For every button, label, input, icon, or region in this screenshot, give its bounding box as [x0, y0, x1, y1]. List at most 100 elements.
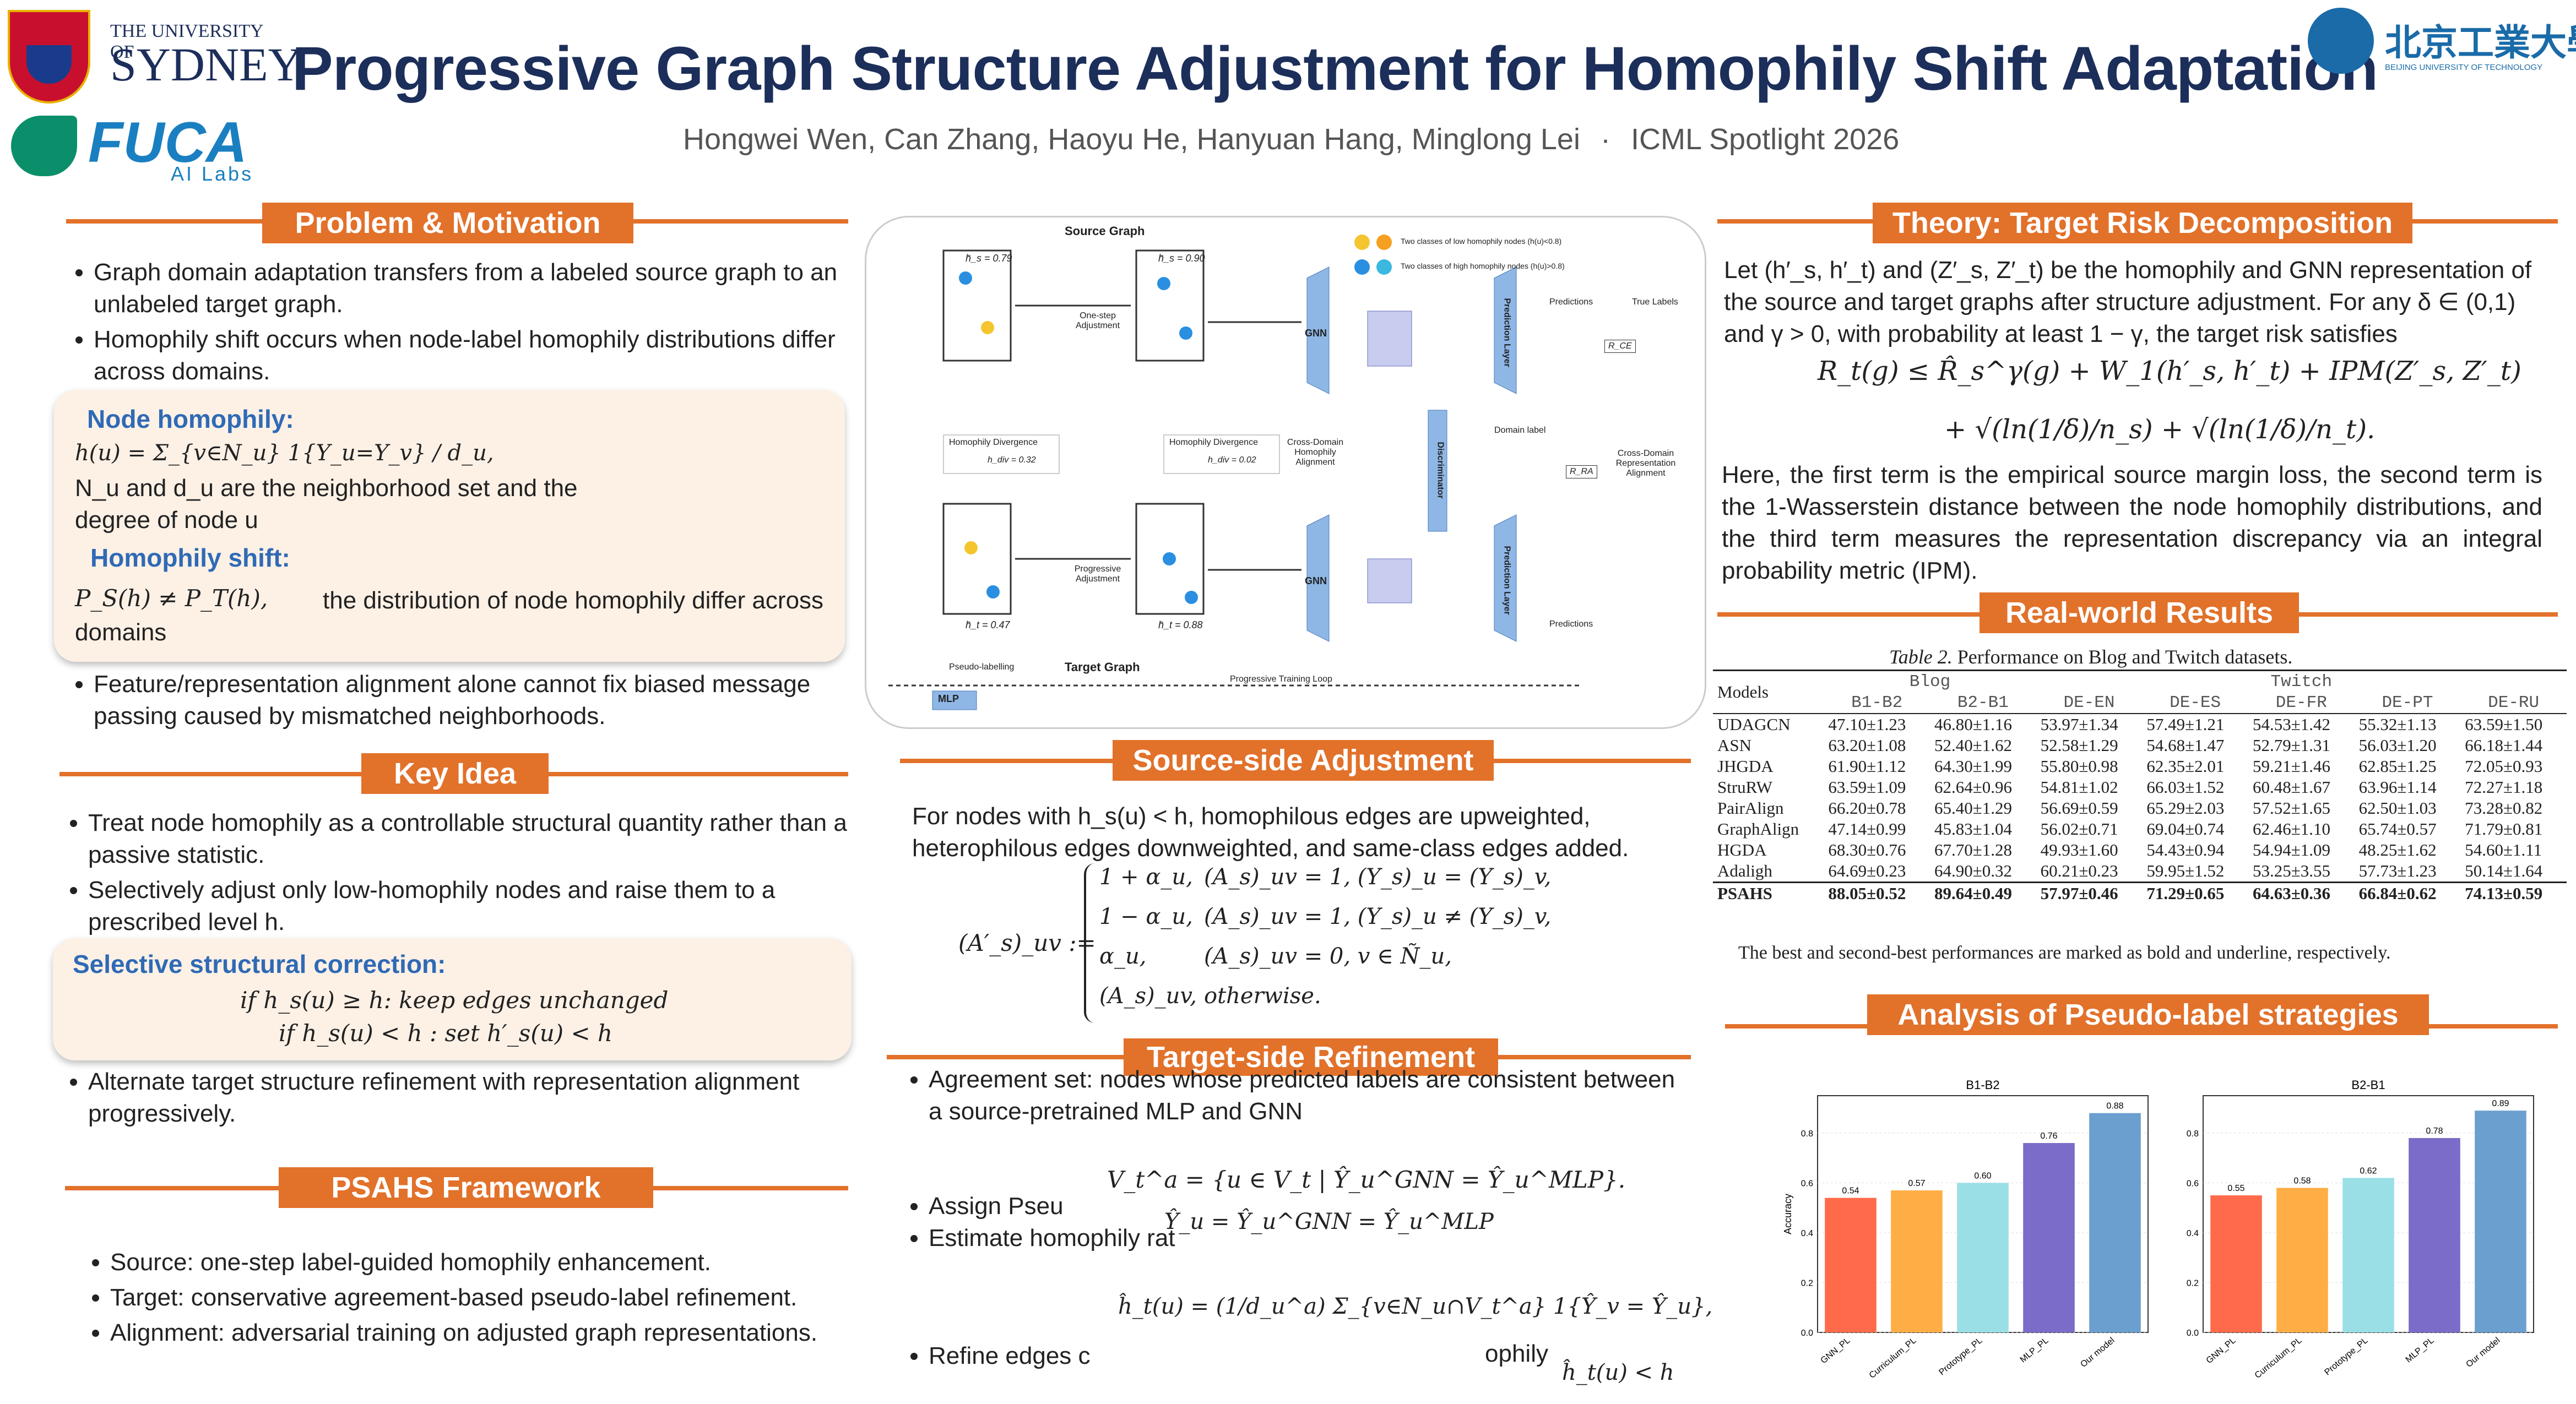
source-adj-heading: Source-side Adjustment: [1113, 740, 1494, 781]
diag-gnn-2: GNN: [1305, 575, 1327, 586]
usyd-line2: SYDNEY: [110, 38, 302, 91]
diag-true-labels: True Labels: [1632, 297, 1678, 307]
table-cell: 65.29±2.03: [2146, 798, 2225, 818]
chart-title: B1-B2: [1966, 1078, 1999, 1092]
theory-eq1: R_t(g) ≤ R̂_s^γ(g) + W_1(h′_s, h′_t) + I…: [1818, 356, 2521, 387]
diag-ht-before: h̄_t = 0.47: [966, 619, 1010, 630]
col-header-3: DE-ES: [2170, 693, 2221, 712]
table-cell: 71.29±0.65: [2146, 884, 2225, 903]
homophily-shift-formula: P_S(h) ≠ P_T(h),: [75, 585, 268, 612]
group-blog: Blog: [1909, 672, 1951, 692]
homophily-box: Node homophily: h(u) = Σ_{v∈N_u} 1{Y_u=Y…: [54, 390, 845, 662]
problem-heading: Problem & Motivation: [262, 203, 633, 243]
case-4-value: (A_s)_uv,: [1099, 983, 1197, 1009]
framework-heading: PSAHS Framework: [279, 1167, 653, 1208]
target-ref-b2: Assign Pseu Estimate homophily rat: [901, 1190, 1210, 1258]
diag-pred-2: Prediction Layer: [1502, 546, 1512, 615]
case-3-cond: (A_s)_uv = 0, v ∈ Ñ_u,: [1204, 944, 1452, 969]
y-tick-label: 0.8: [1801, 1129, 1813, 1139]
table-cell: 65.74±0.57: [2358, 819, 2437, 839]
bar-mlp_pl: [2409, 1138, 2460, 1332]
diag-hom-div-2: Homophily Divergence: [1169, 438, 1258, 447]
diag-cross-rep: Cross-Domain Representation Alignment: [1615, 449, 1676, 478]
diag-lra: R_RA: [1566, 465, 1597, 478]
separator: ·: [1600, 123, 1610, 156]
table-cell: 63.59±1.09: [1828, 777, 1906, 797]
table-cell: 88.05±0.52: [1828, 884, 1906, 903]
table-cell: 52.58±1.29: [2040, 736, 2118, 755]
diag-lce: R_CE: [1604, 340, 1636, 353]
table-cell: 59.21±1.46: [2252, 757, 2330, 776]
table-cell: 56.02±0.71: [2040, 819, 2118, 839]
key-idea-bullet-2: Selectively adjust only low-homophily no…: [88, 874, 854, 938]
bar-prototype_pl: [2342, 1178, 2394, 1332]
diag-mlp: MLP: [938, 693, 959, 704]
node-homophily-label: Node homophily:: [87, 405, 294, 433]
problem-bullet-after: Feature/representation alignment alone c…: [66, 668, 854, 736]
diag-div-1: h_div = 0.32: [988, 455, 1036, 465]
fuca-logo: FUCA AI Labs: [11, 110, 275, 185]
authors-line: Hongwei Wen, Can Zhang, Haoyu He, Hanyua…: [683, 122, 1899, 156]
usyd-logo: THE UNIVERSITY OF SYDNEY: [8, 6, 302, 104]
table-cell: 56.69±0.59: [2040, 798, 2118, 818]
results-heading: Real-world Results: [1980, 592, 2299, 633]
venue: ICML Spotlight 2026: [1630, 123, 1900, 156]
diag-pseudo: Pseudo-labelling: [949, 662, 1015, 672]
table-cell: 54.60±1.11: [2465, 840, 2542, 859]
correction-label: Selective structural correction:: [73, 950, 446, 978]
diag-legend-high: Two classes of high homophily nodes (h(u…: [1401, 262, 1565, 270]
key-idea-bullet-3: Alternate target structure refinement wi…: [88, 1066, 854, 1130]
table-cell: 64.63±0.36: [2252, 884, 2330, 903]
data-label: 0.78: [2426, 1127, 2443, 1136]
results-caption: Table 2. Performance on Blog and Twitch …: [1889, 645, 2292, 668]
table-cell: 47.10±1.23: [1828, 715, 1906, 734]
target-ref-bullet-3: Estimate homophily rat: [929, 1222, 1210, 1254]
diag-target-graph: Target Graph: [1065, 660, 1140, 674]
framework-bullet-2: Target: conservative agreement-based pse…: [110, 1282, 854, 1314]
table-cell: 64.69±0.23: [1828, 861, 1906, 880]
bar-curriculum_pl: [2276, 1188, 2328, 1332]
data-label: 0.62: [2360, 1166, 2377, 1176]
bjut-cn: 北京工業大學: [2385, 22, 2576, 63]
col-header-5: DE-PT: [2382, 693, 2433, 712]
diag-discriminator: Discriminator: [1435, 442, 1445, 499]
x-tick-label: GNN_PL: [2205, 1336, 2238, 1365]
target-ref-heading: Target-side Refinement: [1124, 1038, 1498, 1076]
table-cell: 69.04±0.74: [2146, 819, 2225, 839]
table-cell: 53.25±3.55: [2252, 861, 2330, 880]
case-2-cond: (A_s)_uv = 1, (Y_s)_u ≠ (Y_s)_v,: [1204, 904, 1552, 929]
y-tick-label: 0.0: [2187, 1329, 2199, 1338]
target-ref-f1: V_t^a = {u ∈ V_t | Ŷ_u^GNN = Ŷ_u^MLP}.: [1107, 1166, 1626, 1193]
table-cell: 50.14±1.64: [2465, 861, 2543, 880]
table-cell: 62.85±1.25: [2358, 757, 2437, 776]
table-cell: 55.80±0.98: [2040, 757, 2118, 776]
table-cell: 62.64±0.96: [1934, 777, 2013, 797]
target-ref-f3: ĥ_t(u) = (1/d_u^a) Σ_{v∈N_u∩V_t^a} 1{Ŷ_v…: [1118, 1294, 1713, 1319]
bjut-en: BEIJING UNIVERSITY OF TECHNOLOGY: [2385, 63, 2543, 72]
table-cell: 45.83±1.04: [1934, 819, 2013, 839]
table-cell: 52.40±1.62: [1934, 736, 2013, 755]
group-twitch: Twitch: [2270, 672, 2333, 692]
target-ref-b4: Refine edges c: [901, 1340, 1176, 1375]
diag-hs-after: h̄_s = 0.90: [1158, 253, 1205, 264]
case-4-cond: otherwise.: [1204, 983, 1321, 1009]
key-idea-heading: Key Idea: [361, 753, 549, 794]
correction-rule-2: if h_s(u) < h : set h′_s(u) < h: [279, 1020, 613, 1047]
y-tick-label: 0.2: [1801, 1278, 1813, 1288]
table-cell: 56.03±1.20: [2358, 736, 2437, 755]
col-header-4: DE-FR: [2275, 693, 2327, 712]
bar-gnn_pl: [1825, 1198, 1877, 1332]
table-cell: 64.90±0.32: [1934, 861, 2013, 880]
correction-box: Selective structural correction: if h_s(…: [53, 938, 852, 1060]
table-cell: 53.97±1.34: [2040, 715, 2118, 734]
framework-bullet-3: Alignment: adversarial training on adjus…: [110, 1317, 854, 1349]
y-tick-label: 0.6: [1801, 1179, 1813, 1188]
diag-cross-domain: Cross-Domain Homophily Alignment: [1287, 438, 1344, 467]
problem-bullet-2: Homophily shift occurs when node-label h…: [94, 324, 854, 388]
table-cell: 57.97±0.46: [2040, 884, 2118, 903]
table-cell: 66.18±1.44: [2465, 736, 2543, 755]
